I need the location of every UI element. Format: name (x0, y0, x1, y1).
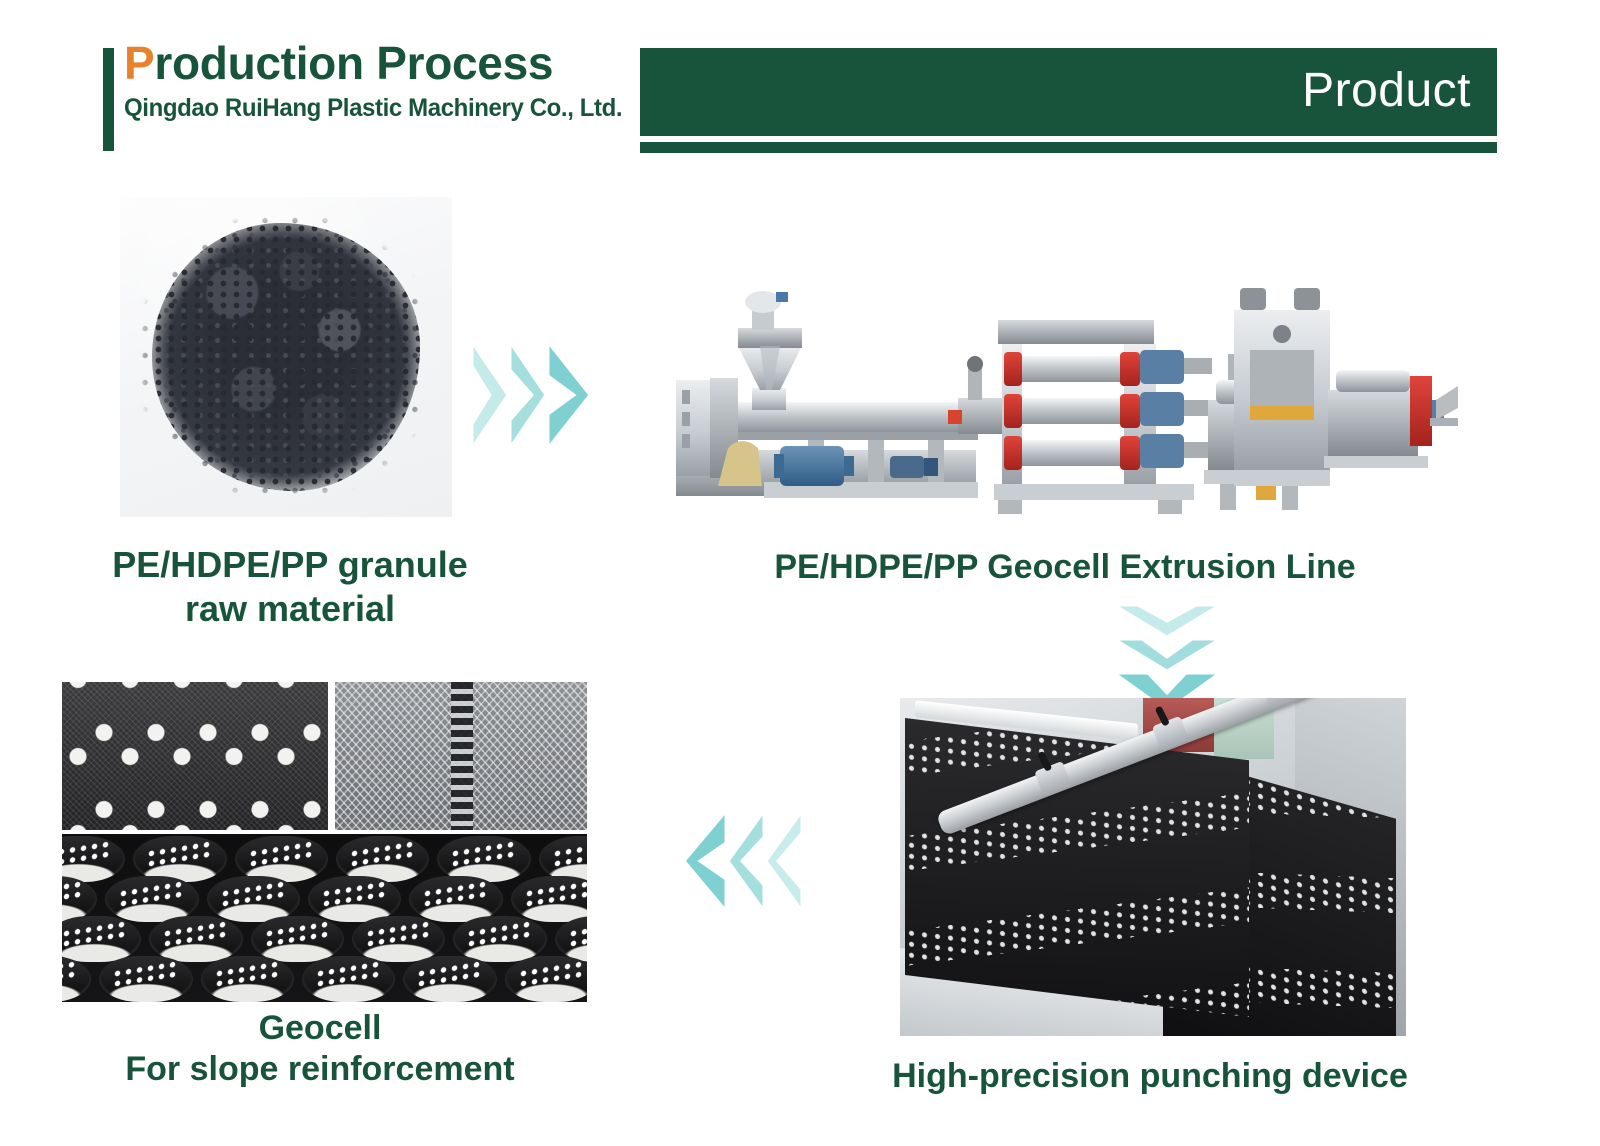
chevron-down-icon (1108, 603, 1226, 639)
product-banner: Product (640, 48, 1497, 136)
chevron-right-icon (546, 337, 592, 453)
geocell-row (62, 916, 587, 962)
geocell-honeycomb-panel (62, 834, 587, 1002)
title-accent-bar (103, 48, 114, 151)
page-header: Production Process Qingdao RuiHang Plast… (0, 0, 1600, 175)
geocell-weld-seam (450, 682, 473, 830)
geocell-row (62, 956, 587, 1002)
chevron-right-icon (470, 337, 510, 453)
geocell-welded-mesh (335, 682, 587, 830)
caption-raw-material: PE/HDPE/PP granule raw material (112, 544, 468, 629)
chevron-right-icon (508, 337, 548, 453)
product-banner-underbar (640, 142, 1497, 153)
chevron-down-icon (1108, 637, 1226, 673)
punching-device-image (900, 698, 1406, 1036)
geocell-row (62, 836, 587, 882)
extrusion-line-image (668, 250, 1458, 525)
chevron-left-icon (764, 806, 804, 916)
page-title-accent-letter: P (124, 37, 155, 89)
granule-raw-material-image (120, 197, 452, 517)
product-banner-label: Product (1302, 64, 1471, 118)
caption-extrusion-line: PE/HDPE/PP Geocell Extrusion Line (774, 548, 1356, 586)
arrow-punching-to-geocell (680, 806, 804, 916)
caption-geocell: Geocell For slope reinforcement (125, 1009, 515, 1089)
geocell-image (62, 682, 587, 1002)
page-title: Production Process (124, 40, 643, 86)
chevron-left-icon (682, 806, 728, 916)
geocell-perforated-sheet (62, 682, 328, 830)
company-name: Qingdao RuiHang Plastic Machinery Co., L… (124, 94, 623, 122)
chevron-left-icon (726, 806, 766, 916)
geocell-row (62, 876, 587, 922)
title-block: Production Process Qingdao RuiHang Plast… (124, 40, 643, 121)
caption-punching-device: High-precision punching device (892, 1057, 1408, 1095)
page-title-rest: roduction Process (154, 37, 554, 89)
extrusion-line-illustration (676, 288, 1458, 514)
geocell-holes (62, 682, 328, 830)
granule-scatter (130, 207, 442, 507)
arrow-granule-to-extrusion (470, 336, 594, 454)
